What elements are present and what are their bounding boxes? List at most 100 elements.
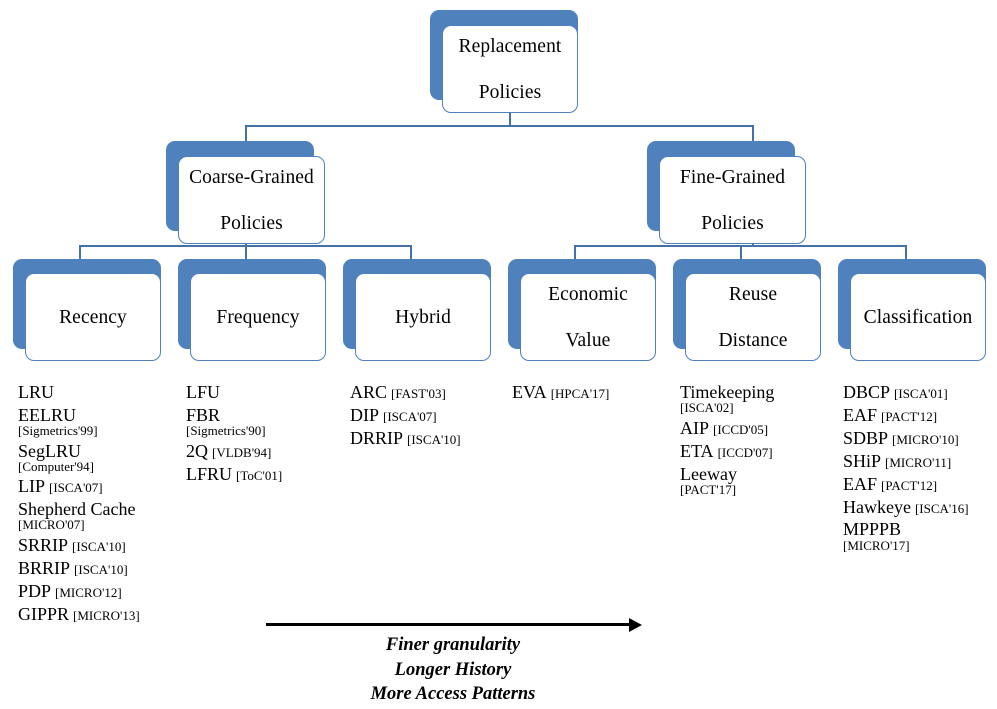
reference-name: SRRIP: [18, 534, 69, 555]
reference-venue: [ISCA'10]: [72, 538, 126, 554]
reference-venue: [ICCD'07]: [717, 444, 773, 460]
reference-venue: [ISCA'10]: [74, 561, 128, 577]
reference-name: DIP: [350, 404, 380, 425]
reference-entry: LFU: [186, 382, 361, 403]
connector-to-classification: [905, 245, 907, 259]
node-label-line2: Value: [565, 329, 611, 351]
reference-name: GIPPR: [18, 603, 70, 624]
reference-entry: FBR[Sigmetrics'90]: [186, 405, 361, 439]
reference-entry: LIP[ISCA'07]: [18, 476, 193, 497]
node-hybrid[interactable]: Hybrid: [343, 259, 503, 364]
node-label-line1: Fine-Grained: [679, 166, 786, 188]
reference-name: DRRIP: [350, 427, 404, 448]
reference-entry: DRRIP[ISCA'10]: [350, 428, 525, 449]
reference-list-hybrid: ARC[FAST'03]DIP[ISCA'07]DRRIP[ISCA'10]: [350, 382, 525, 451]
node-label-line1: Reuse: [728, 283, 778, 305]
reference-entry: LFRU[ToC'01]: [186, 464, 361, 485]
reference-name: SDBP: [843, 427, 889, 448]
node-classification[interactable]: Classification: [838, 259, 997, 364]
reference-venue: [ISCA'16]: [914, 500, 969, 516]
reference-venue: [MICRO'12]: [55, 584, 122, 600]
reference-venue: [MICRO'17]: [843, 537, 910, 553]
node-face: Hybrid: [355, 273, 491, 361]
reference-name: EVA: [512, 382, 547, 402]
reference-venue: [PACT'12]: [881, 408, 938, 424]
reference-venue: [Sigmetrics'90]: [186, 423, 266, 439]
connector-root-stem: [509, 103, 511, 125]
reference-venue: [ToC'01]: [236, 467, 283, 483]
reference-name: EAF: [843, 404, 878, 425]
connector-to-recency: [79, 245, 81, 259]
node-label-line2: Policies: [478, 81, 542, 103]
connector-to-frequency: [245, 245, 247, 259]
node-label-line2: Policies: [220, 212, 283, 234]
reference-venue: [Computer'94]: [18, 458, 94, 474]
node-recency[interactable]: Recency: [13, 259, 173, 364]
reference-entry: EELRU[Sigmetrics'99]: [18, 405, 193, 439]
reference-venue: [MICRO'07]: [18, 517, 85, 533]
reference-entry: MPPPB[MICRO'17]: [843, 519, 997, 553]
reference-name: PDP: [18, 580, 52, 601]
reference-name: Timekeeping: [680, 382, 775, 402]
connector-to-hybrid: [410, 245, 412, 259]
reference-entry: GIPPR[MICRO'13]: [18, 604, 193, 625]
reference-entry: SegLRU[Computer'94]: [18, 441, 193, 475]
reference-entry: DIP[ISCA'07]: [350, 405, 525, 426]
reference-name: LFU: [186, 382, 221, 402]
arrow-line: [266, 623, 632, 626]
node-coarse-grained-policies[interactable]: Coarse-Grained Policies: [166, 141, 338, 246]
node-fine-grained-policies[interactable]: Fine-Grained Policies: [647, 141, 819, 246]
reference-name: AIP: [680, 417, 710, 438]
node-face: Fine-Grained Policies: [659, 156, 806, 244]
node-label-line1: Recency: [59, 306, 127, 328]
reference-name: Leeway: [680, 463, 737, 484]
reference-list-recency: LRU EELRU[Sigmetrics'99]SegLRU[Computer'9…: [18, 382, 193, 627]
reference-entry: ARC[FAST'03]: [350, 382, 525, 403]
granularity-arrow: [266, 617, 642, 633]
reference-name: LRU: [18, 382, 54, 402]
connector-to-coarse: [245, 125, 247, 141]
reference-name: DBCP: [843, 382, 891, 402]
reference-name: SHiP: [843, 450, 882, 471]
reference-name: Shepherd Cache: [18, 499, 136, 520]
reference-name: MPPPB: [843, 519, 902, 540]
reference-venue: [MICRO'10]: [892, 431, 959, 447]
node-replacement-policies[interactable]: Replacement Policies: [430, 10, 590, 115]
reference-venue: [FAST'03]: [391, 386, 446, 401]
reference-list-classification: DBCP[ISCA'01]EAF[PACT'12]SDBP[MICRO'10]S…: [843, 382, 997, 555]
reference-name: ARC: [350, 382, 388, 402]
reference-name: ETA: [680, 440, 714, 461]
reference-entry: SRRIP[ISCA'10]: [18, 535, 193, 556]
reference-name: LFRU: [186, 463, 233, 484]
node-face: Recency: [25, 273, 161, 361]
reference-entry: EAF[PACT'12]: [843, 405, 997, 426]
caption-line-2: Longer History: [394, 659, 512, 680]
node-label-line1: Replacement: [458, 35, 562, 57]
connector-level2-bus: [245, 125, 753, 127]
node-economic-value[interactable]: Economic Value: [508, 259, 668, 364]
connector-to-economic-value: [574, 245, 576, 259]
reference-venue: [ICCD'05]: [713, 421, 769, 437]
reference-venue: [PACT'12]: [881, 477, 938, 493]
reference-entry: EAF[PACT'12]: [843, 474, 997, 495]
node-face: Frequency: [190, 273, 326, 361]
reference-name: Hawkeye: [843, 496, 911, 517]
node-face: Classification: [850, 273, 986, 361]
node-reuse-distance[interactable]: Reuse Distance: [673, 259, 833, 364]
reference-entry: Leeway[PACT'17]: [680, 464, 855, 498]
node-label-line1: Frequency: [216, 306, 300, 328]
reference-entry: ETA[ICCD'07]: [680, 441, 855, 462]
node-label-line1: Classification: [863, 306, 973, 328]
reference-name: FBR: [186, 404, 221, 425]
reference-entry: Timekeeping[ISCA'02]: [680, 382, 855, 416]
reference-entry: EVA[HPCA'17]: [512, 382, 687, 403]
reference-name: LIP: [18, 476, 45, 497]
connector-to-reuse-distance: [740, 245, 742, 259]
reference-venue: [VLDB'94]: [212, 444, 272, 460]
node-frequency[interactable]: Frequency: [178, 259, 338, 364]
reference-entry: SHiP[MICRO'11]: [843, 451, 997, 472]
reference-entry: PDP[MICRO'12]: [18, 581, 193, 602]
node-face: Replacement Policies: [442, 25, 578, 113]
reference-name: EAF: [843, 473, 878, 494]
node-face: Economic Value: [520, 273, 656, 361]
